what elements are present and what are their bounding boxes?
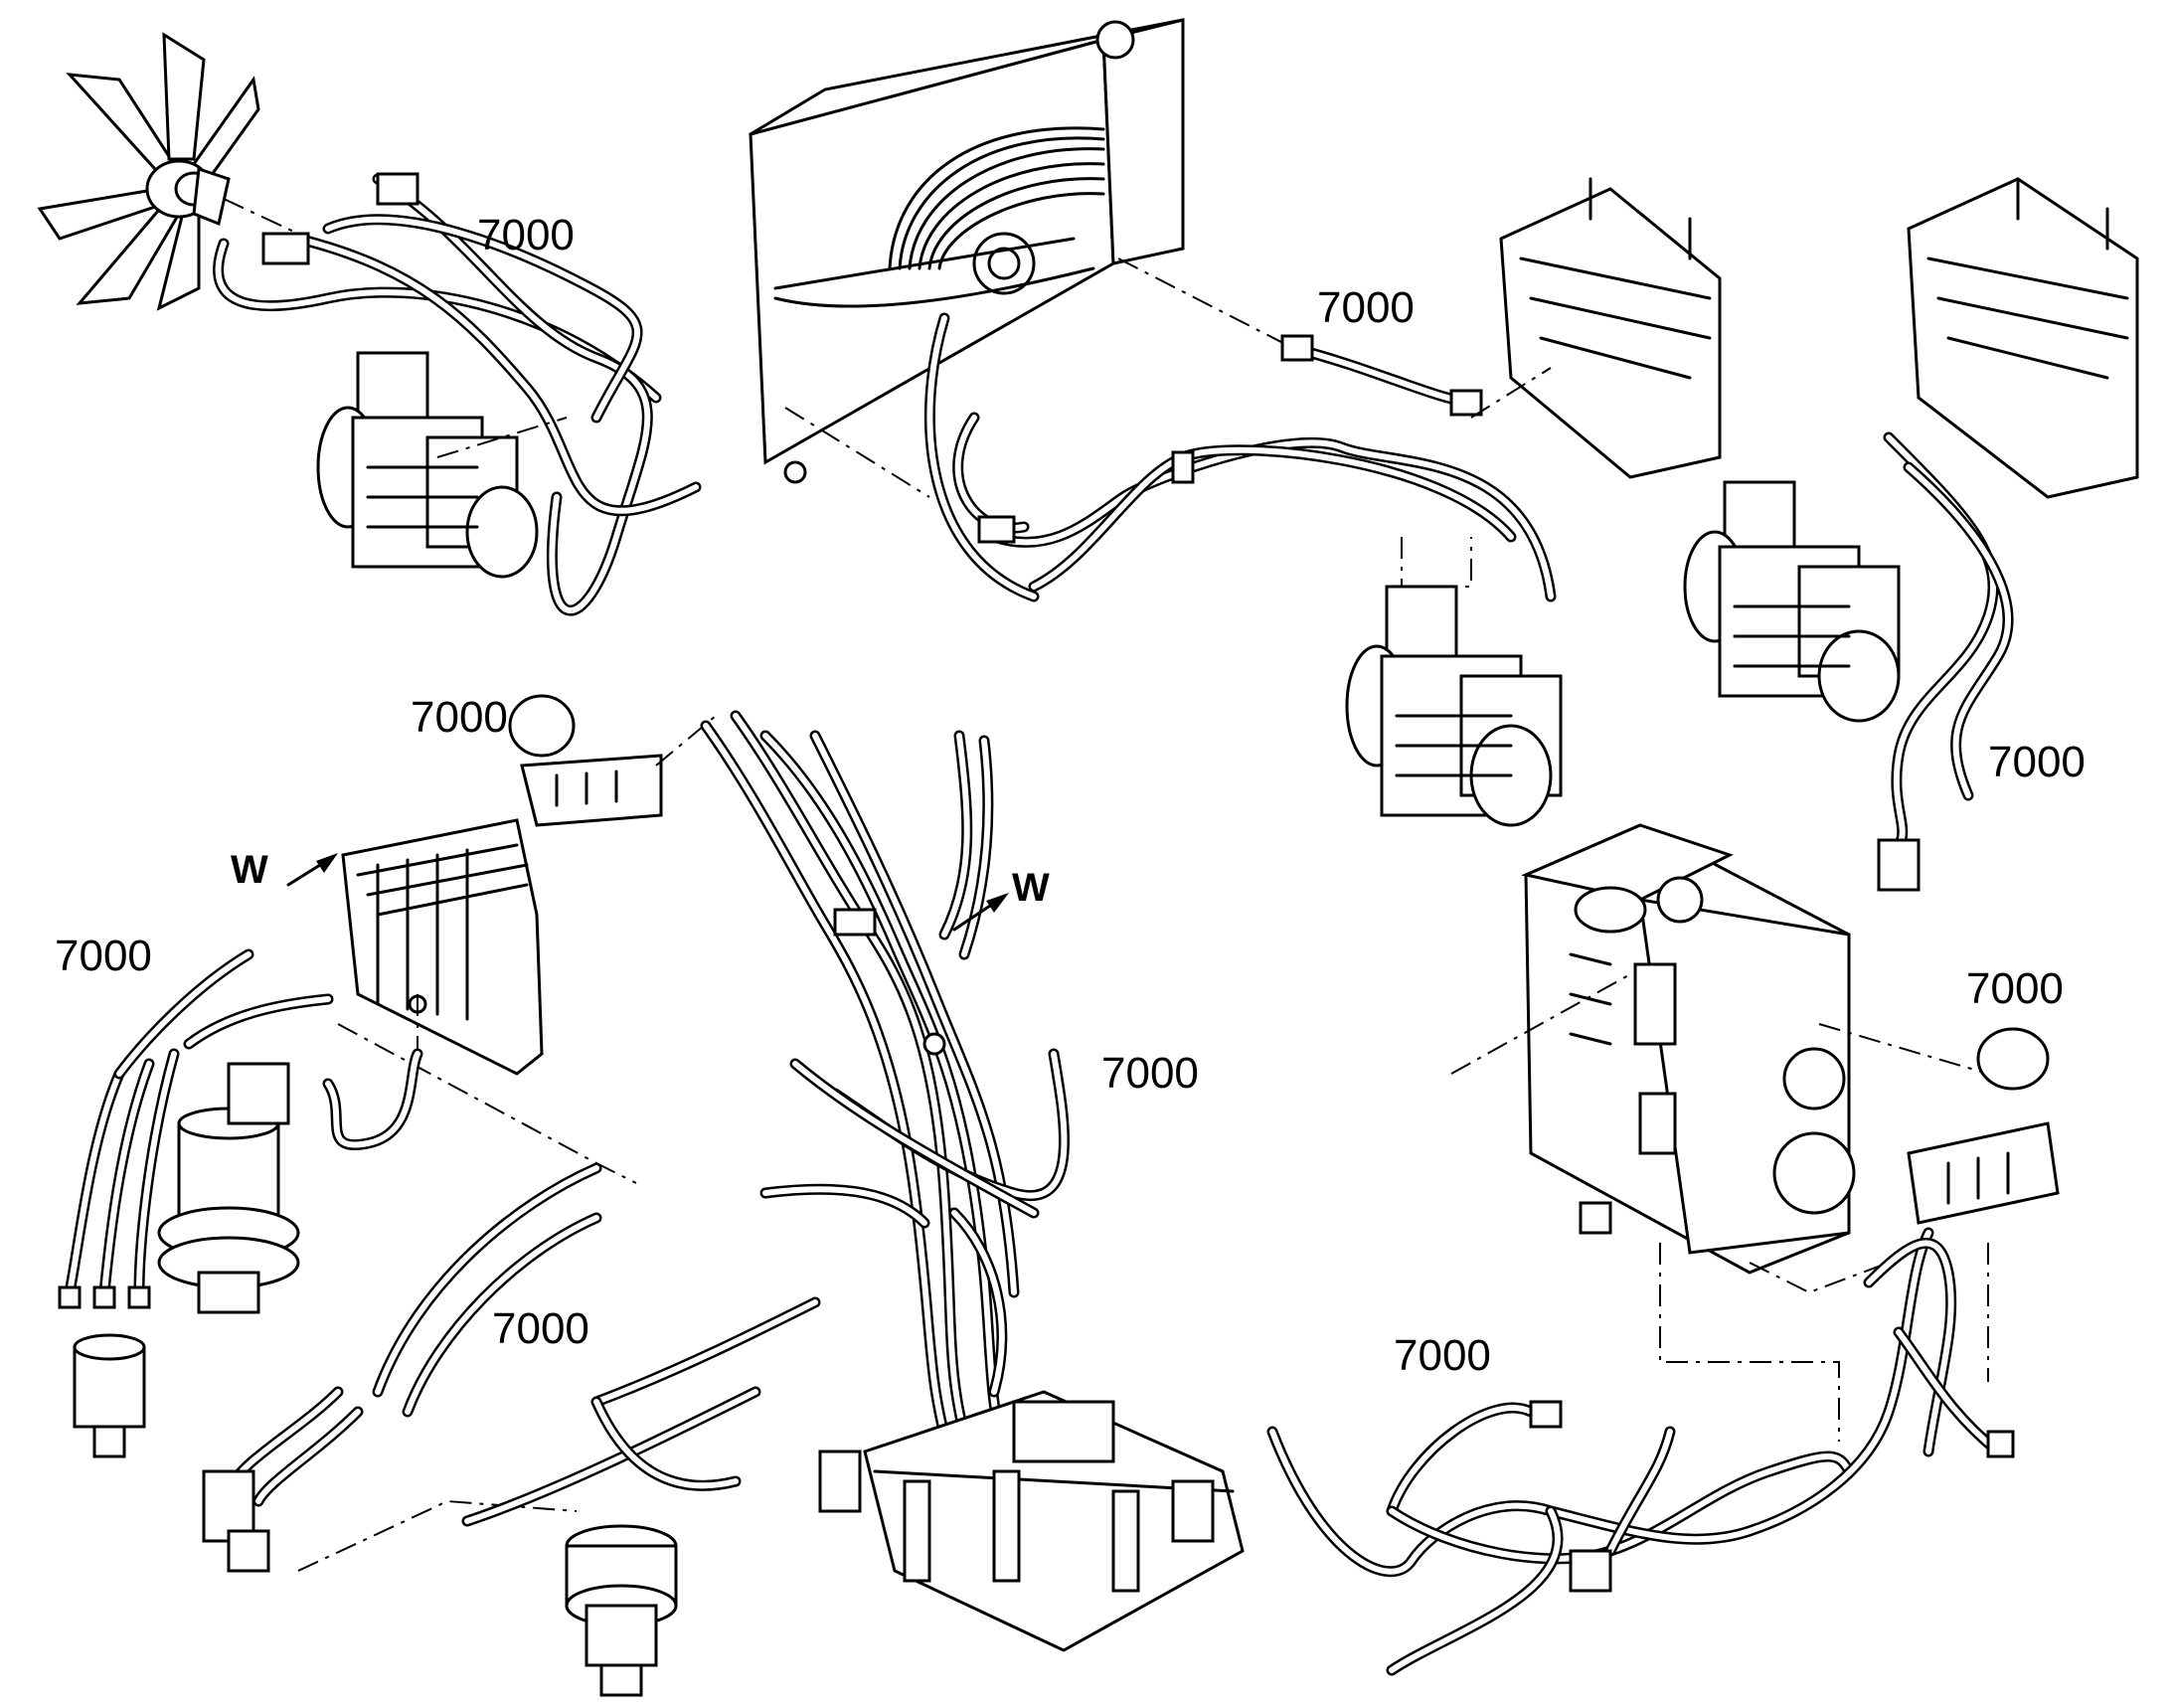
fan-pump-unit (316, 351, 568, 579)
swing-motor-left (73, 1062, 300, 1458)
valve-left-hoses (58, 948, 423, 1309)
pump-bracket-upper (1470, 177, 1722, 479)
view-arrow-center (952, 893, 1009, 932)
callout-7000-accumulator-upper: 7000 (411, 693, 508, 742)
fan-hoses (213, 172, 702, 616)
view-marker-w-center: W (1012, 866, 1050, 910)
callout-7000-fan: 7000 (477, 211, 575, 259)
center-hose-harness (461, 710, 1070, 1527)
callout-7000-lower-left: 7000 (492, 1304, 589, 1353)
center-base-frame (818, 1390, 1245, 1652)
hydraulic-tank (1450, 823, 1989, 1442)
far-right-hoses (1877, 431, 2014, 892)
callout-7000-radiator: 7000 (1317, 283, 1415, 332)
bottom-right-hoses (1266, 1227, 2015, 1676)
main-control-valve (337, 818, 637, 1184)
callout-7000-lower-right: 7000 (1394, 1331, 1491, 1380)
lower-left-hoses (202, 1162, 602, 1573)
swing-motor-center (565, 1524, 678, 1697)
accumulator-upper (508, 694, 717, 827)
accumulator-right (1907, 1027, 2060, 1382)
pump-bracket-far-right (1907, 177, 2139, 499)
view-marker-w-left: W (231, 848, 268, 892)
radiator-assembly (749, 18, 1313, 498)
callout-7000-pump-right: 7000 (1988, 738, 2086, 786)
view-arrow-left (286, 853, 338, 887)
fan-assembly (37, 32, 299, 311)
radiator-hoses (923, 312, 1557, 602)
pump-unit-center-right (1345, 537, 1563, 827)
pump-unit-far-right (1683, 480, 1901, 723)
callout-7000-center: 7000 (1101, 1049, 1199, 1098)
callout-7000-accumulator-right: 7000 (1966, 964, 2064, 1013)
callout-7000-valve-left: 7000 (55, 932, 152, 980)
